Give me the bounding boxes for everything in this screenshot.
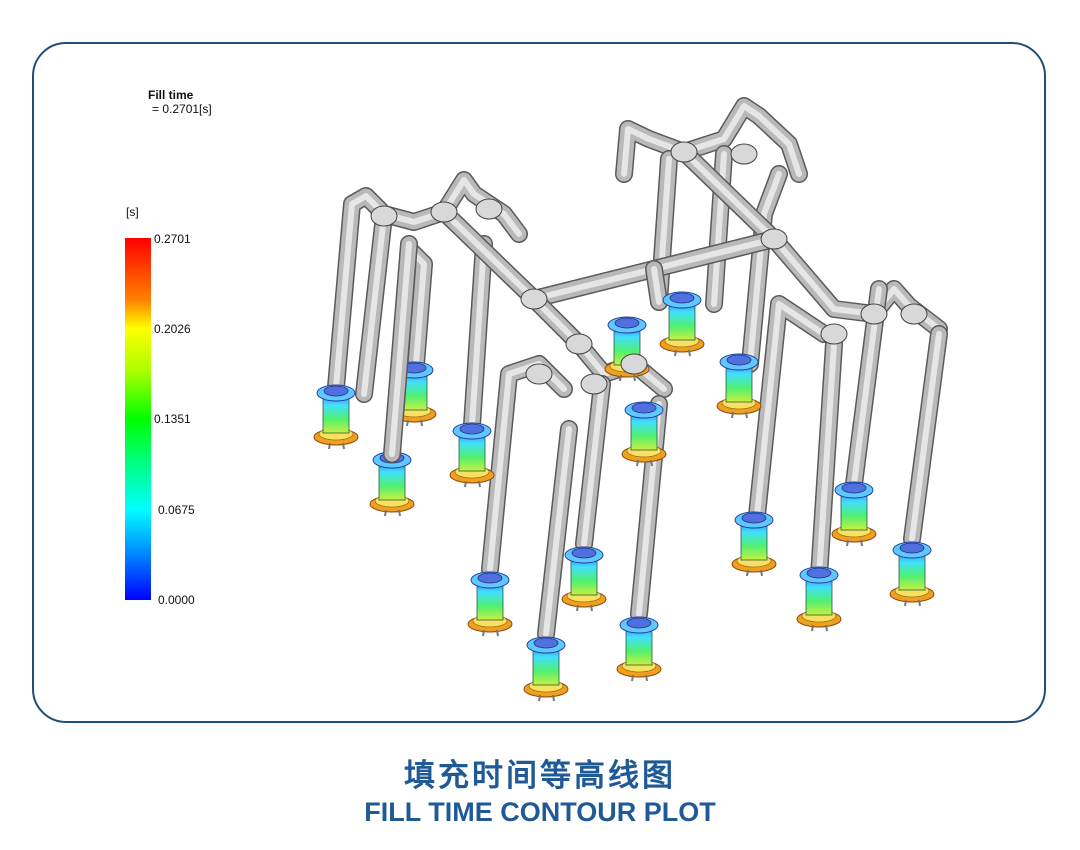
molded-part-1 — [313, 384, 359, 450]
molded-part-14 — [523, 636, 569, 702]
runner-pipes-front — [383, 235, 418, 463]
molded-part-15 — [561, 546, 607, 612]
fill-time-3d-model — [313, 97, 948, 702]
legend-tick-4: 0.0675 — [158, 503, 195, 517]
runner-drop-front-a — [383, 235, 418, 463]
runner-drop-g — [745, 295, 833, 553]
molded-part-12 — [889, 541, 935, 607]
fill-time-label: Fill time — [148, 88, 194, 102]
molded-part-9 — [731, 511, 777, 577]
molded-part-4 — [449, 422, 495, 488]
molded-part-13 — [467, 571, 513, 637]
fill-time-readout: Fill time = 0.2701[s] — [148, 88, 212, 116]
fill-time-value: = 0.2701[s] — [152, 102, 212, 116]
joint-3 — [475, 198, 503, 220]
runner-pipes-back — [327, 97, 948, 643]
caption-title-en: FILL TIME CONTOUR PLOT — [364, 797, 716, 827]
joint-9 — [620, 353, 648, 375]
joint-10 — [820, 323, 848, 345]
joint-8 — [565, 333, 593, 355]
runner-drop-c — [463, 235, 493, 434]
runner-main-drop — [645, 260, 668, 311]
joint-13 — [525, 363, 553, 385]
runner-drop-f — [741, 165, 788, 373]
runner-joints — [370, 141, 928, 395]
legend-tick-max: 0.2701 — [154, 232, 191, 246]
joint-2 — [430, 201, 458, 223]
legend-unit: [s] — [126, 205, 139, 219]
joint-4 — [520, 288, 548, 310]
legend-tick-2: 0.2026 — [154, 322, 191, 336]
joint-14 — [580, 373, 608, 395]
legend-color-bar — [125, 238, 151, 600]
runner-drop-j — [903, 325, 948, 548]
joint-12 — [900, 303, 928, 325]
molded-part-11 — [831, 481, 877, 547]
molded-part-16 — [616, 616, 662, 682]
joint-11 — [860, 303, 888, 325]
molded-part-8 — [716, 353, 762, 419]
runner-drop-m — [575, 375, 611, 553]
legend-tick-3: 0.1351 — [154, 412, 191, 426]
runner-drop-h — [810, 335, 843, 585]
molded-part-6 — [621, 401, 667, 467]
molded-part-10 — [796, 566, 842, 632]
runner-diag-b — [675, 143, 783, 248]
runner-diag-a — [435, 203, 543, 308]
caption-title-cn: 填充时间等高线图 — [404, 758, 676, 794]
legend-tick-min: 0.0000 — [158, 593, 195, 607]
joint-5 — [670, 141, 698, 163]
runner-upper-right — [615, 97, 808, 183]
plot-frame: Fill time = 0.2701[s] [s] 0.2701 0.2026 … — [32, 42, 1046, 723]
molded-part-2 — [369, 451, 415, 517]
runner-drop-l — [537, 420, 578, 643]
joint-1 — [370, 205, 398, 227]
joint-6 — [730, 143, 758, 165]
joint-7 — [760, 228, 788, 250]
runner-drop-a — [355, 207, 393, 403]
molded-part-7 — [659, 291, 705, 357]
